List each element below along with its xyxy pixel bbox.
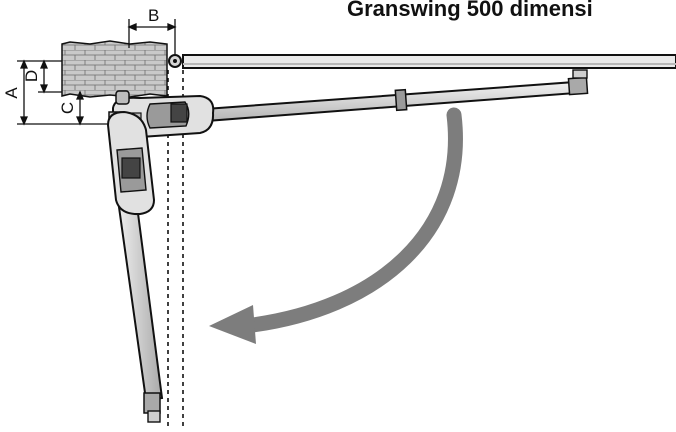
curved-arrow-icon <box>209 107 463 344</box>
diagram-title: Granswing 500 dimensi <box>347 0 593 21</box>
wall-pillar <box>61 40 168 98</box>
operator-closed-position <box>108 69 589 139</box>
gate-leaf-closed <box>182 54 676 69</box>
dimension-lines <box>17 19 177 126</box>
dimension-label-c: C <box>58 102 77 114</box>
dimension-label-b: B <box>148 6 159 25</box>
gate-hinge <box>168 54 182 68</box>
operator-open-position <box>106 110 164 423</box>
dimension-label-d: D <box>22 70 41 82</box>
dimension-label-a: A <box>2 87 21 99</box>
